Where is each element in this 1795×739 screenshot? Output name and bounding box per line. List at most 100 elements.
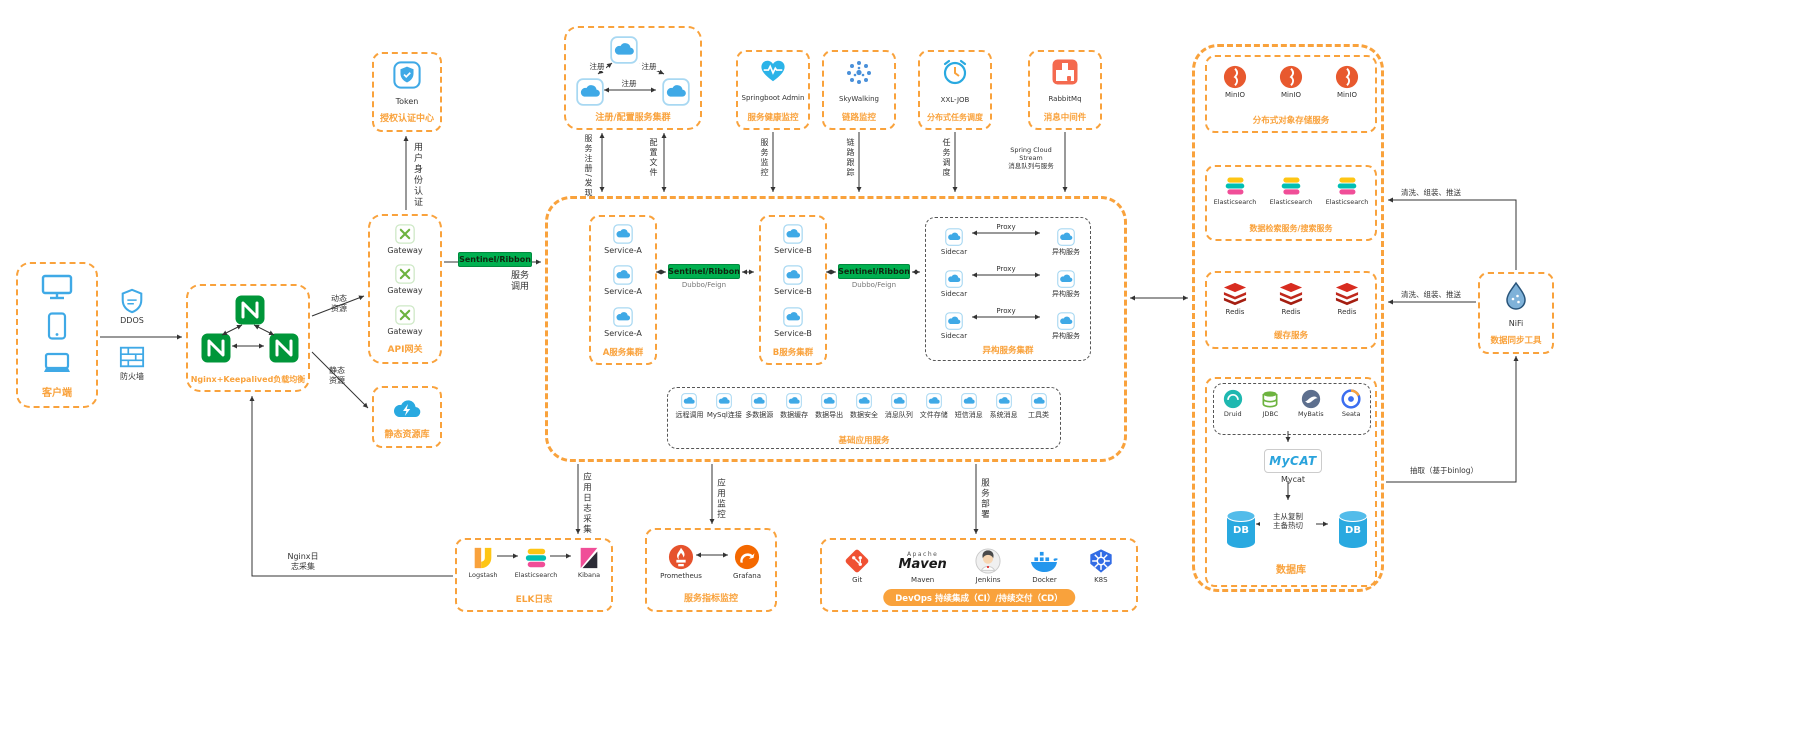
nginx-box: Nginx+Keepalived负载均衡 bbox=[186, 284, 310, 392]
registry-box: 注册/配置服务集群 bbox=[564, 26, 702, 130]
es-item: Elasticsearch bbox=[1326, 175, 1368, 206]
edge-app-log-label: 应用日志采集 bbox=[581, 472, 592, 535]
cloud-service-icon bbox=[613, 307, 633, 327]
druid-icon bbox=[1223, 389, 1243, 409]
edge-deploy-label: 服务部署 bbox=[979, 478, 990, 520]
jdbc-label: JDBC bbox=[1262, 410, 1279, 418]
nifi-box: NiFi 数据同步工具 bbox=[1478, 272, 1554, 354]
nginx-icon bbox=[234, 294, 266, 326]
base-services-box: 远程调用 MySql连接 多数据源 数据缓存 数据导出 数据安全 消息队列 文件… bbox=[667, 387, 1061, 449]
service-a-item: Service-A bbox=[604, 224, 642, 255]
elasticsearch-label: Elasticsearch bbox=[514, 571, 558, 579]
dubbo-feign-label: Dubbo/Feign bbox=[681, 281, 727, 289]
druid-item: Druid bbox=[1223, 389, 1243, 418]
nifi-label: 数据同步工具 bbox=[1490, 335, 1542, 346]
cloud-service-icon bbox=[613, 224, 633, 244]
edge-mq-label: Spring Cloud Stream 消息队列与服务 bbox=[1008, 146, 1054, 171]
base-service-label: 远程调用 bbox=[675, 411, 704, 419]
minio-item: MinIO bbox=[1279, 65, 1303, 99]
hetero-service-item: 异构服务 bbox=[1044, 228, 1088, 256]
api-gateway-box: Gateway Gateway Gateway API网关 bbox=[368, 214, 442, 364]
cloud-service-icon bbox=[961, 393, 977, 409]
sidecar-label: Sidecar bbox=[940, 248, 968, 256]
service-a-label: Service-A bbox=[604, 287, 642, 297]
minio-icon bbox=[1223, 65, 1247, 89]
grafana-icon bbox=[734, 544, 760, 570]
ddos-label: DDOS bbox=[120, 316, 144, 325]
cloud-service-icon bbox=[856, 393, 872, 409]
registry-cloud-icon bbox=[576, 78, 604, 106]
maven-logo-apache: Apache bbox=[906, 551, 939, 558]
minio-label: MinIO bbox=[1281, 91, 1301, 99]
k8s-label: K8S bbox=[1094, 576, 1108, 584]
cloud-service-icon bbox=[821, 393, 837, 409]
base-service-item: 消息队列 bbox=[882, 393, 916, 419]
maven-logo-word: Maven bbox=[898, 557, 947, 572]
nginx-icon bbox=[200, 332, 232, 364]
es-label: Elasticsearch bbox=[1269, 198, 1313, 206]
base-service-label: MySql连接 bbox=[706, 411, 742, 419]
elk-label: ELK日志 bbox=[515, 595, 553, 606]
elk-box: Logstash Elasticsearch Kibana ELK日志 bbox=[455, 538, 613, 612]
base-service-item: 工具类 bbox=[1022, 393, 1056, 419]
base-service-label: 文件存储 bbox=[919, 411, 948, 419]
cloud-service-icon bbox=[751, 393, 767, 409]
auth-center-box: Token 授权认证中心 bbox=[372, 52, 442, 132]
heartbeat-icon bbox=[759, 58, 787, 84]
docker-label: Docker bbox=[1032, 576, 1057, 584]
devops-label: DevOps 持续集成（CI）/持续交付（CD） bbox=[883, 589, 1075, 606]
mybatis-label: MyBatis bbox=[1297, 410, 1324, 418]
skywalking-name: SkyWalking bbox=[839, 95, 879, 104]
minio-item: MinIO bbox=[1223, 65, 1247, 99]
client-label: 客户端 bbox=[42, 388, 72, 399]
gateway-label: Gateway bbox=[387, 326, 423, 336]
gateway-icon bbox=[395, 224, 415, 244]
cloud-service-icon bbox=[996, 393, 1012, 409]
rabbitmq-box: RabbitMq 消息中间件 bbox=[1028, 50, 1102, 130]
cloud-service-icon bbox=[681, 393, 697, 409]
minio-icon bbox=[1279, 65, 1303, 89]
db-text: DB bbox=[1233, 525, 1249, 536]
sidecar-icon bbox=[945, 312, 963, 330]
cloud-service-icon bbox=[1057, 270, 1075, 288]
kibana-icon bbox=[577, 546, 601, 570]
edge-service-monitor-label: 服务监控 bbox=[760, 138, 769, 178]
maven-label: Maven bbox=[911, 576, 935, 584]
elasticsearch-icon bbox=[1280, 175, 1302, 197]
proxy-label: Proxy bbox=[992, 265, 1020, 274]
redis-label: Redis bbox=[1281, 308, 1301, 316]
logstash-icon bbox=[471, 546, 495, 570]
sentinel-ribbon-badge: Sentinel/Ribbon bbox=[838, 264, 910, 279]
token-shield-icon bbox=[393, 61, 421, 89]
kibana-label: Kibana bbox=[577, 571, 601, 579]
rabbitmq-label: 消息中间件 bbox=[1043, 112, 1087, 123]
monitor-icon bbox=[40, 274, 74, 300]
metrics-label: 服务指标监控 bbox=[683, 594, 738, 605]
nginx-label: Nginx+Keepalived负载均衡 bbox=[190, 375, 306, 385]
k8s-icon bbox=[1088, 548, 1114, 574]
jdbc-icon bbox=[1260, 389, 1280, 409]
elasticsearch-icon bbox=[1224, 175, 1246, 197]
auth-center-label: 授权认证中心 bbox=[379, 114, 434, 125]
sidecar-item: Sidecar bbox=[934, 228, 974, 256]
k8s-item: K8S bbox=[1088, 548, 1114, 584]
base-service-label: 系统消息 bbox=[989, 411, 1018, 419]
firewall-node: 防火墙 bbox=[112, 344, 152, 381]
edge-binlog-label: 抽取（基于binlog） bbox=[1409, 466, 1479, 475]
alarm-clock-icon bbox=[941, 58, 969, 86]
redis-label: Redis bbox=[1337, 308, 1357, 316]
token-label: Token bbox=[395, 97, 419, 106]
cloud-service-icon bbox=[1031, 393, 1047, 409]
mybatis-icon bbox=[1301, 389, 1321, 409]
es-item: Elasticsearch bbox=[1269, 175, 1313, 206]
edge-register-discover-label: 服务注册/发现 bbox=[584, 134, 593, 199]
replication-label: 主从复制 主备热切 bbox=[1260, 512, 1316, 531]
base-service-item: 多数据源 bbox=[742, 393, 776, 419]
cluster-b-label: B服务集群 bbox=[772, 347, 814, 358]
redis-icon bbox=[1222, 282, 1248, 306]
es-label: Elasticsearch bbox=[1213, 198, 1257, 206]
hetero-service-item: 异构服务 bbox=[1044, 270, 1088, 298]
xxljob-label: 分布式任务调度 bbox=[927, 113, 983, 123]
edge-service-call-label: 服务调用 bbox=[510, 271, 529, 293]
